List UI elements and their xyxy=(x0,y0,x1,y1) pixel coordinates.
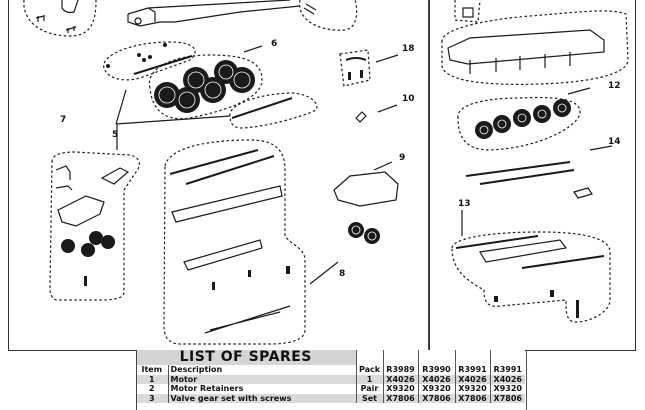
group-outline-5 xyxy=(103,41,196,81)
callout-13: 13 xyxy=(458,199,471,209)
group-outline-gear xyxy=(299,0,358,31)
header-model-r3990: R3990 xyxy=(417,365,455,375)
part-10 xyxy=(355,111,367,123)
row-code: X9320 xyxy=(382,384,418,394)
callout-9: 9 xyxy=(399,153,406,163)
row-description: Motor Retainers xyxy=(170,384,244,393)
header-pack: Pack xyxy=(355,365,383,375)
row-item: 2 xyxy=(136,384,169,394)
group-outline-small-top-right xyxy=(454,0,481,23)
callout-12: 12 xyxy=(608,81,621,91)
row-item: 1 xyxy=(136,374,169,384)
right-diagram-panel xyxy=(428,0,636,351)
list-of-spares-table: LIST OF SPARES Item Description Pack R39… xyxy=(136,350,525,403)
row-code: X7806 xyxy=(382,393,418,403)
row-code: X9320 xyxy=(454,384,490,394)
header-model-r3989: R3989 xyxy=(382,365,418,375)
spares-title: LIST OF SPARES xyxy=(136,350,357,365)
group-outline-rods xyxy=(229,92,318,129)
callout-10: 10 xyxy=(402,94,415,104)
row-code: X7806 xyxy=(417,393,455,403)
group-outline-18 xyxy=(339,49,371,87)
group-outline-12 xyxy=(457,96,581,151)
header-description: Description xyxy=(168,365,356,375)
group-outline-6 xyxy=(148,54,263,120)
row-pack: 1 xyxy=(355,374,383,384)
part-9-bogie xyxy=(333,171,399,207)
row-item: 3 xyxy=(136,393,169,403)
row-description: Valve gear set with screws xyxy=(168,393,356,403)
header-item: Item xyxy=(136,365,169,375)
header-model-r3991-b: R3991 xyxy=(489,365,525,375)
row-code: X7806 xyxy=(489,393,525,403)
row-code: X4026 xyxy=(417,374,455,384)
row-pack: Set xyxy=(355,393,383,403)
group-outline-13 xyxy=(451,231,611,323)
callout-14: 14 xyxy=(608,137,621,147)
callout-18: 18 xyxy=(402,44,415,54)
group-outline-main-frame xyxy=(441,10,629,85)
row-description: Motor xyxy=(168,374,356,384)
table-row: 1 Motor 1 X4026 X4026 X4026 X4026 xyxy=(136,374,525,384)
chassis-block xyxy=(127,0,301,27)
header-model-r3991-a: R3991 xyxy=(454,365,490,375)
table-row: 3 Valve gear set with screws Set X7806 X… xyxy=(136,393,525,403)
row-code: X4026 xyxy=(489,374,525,384)
callout-7: 7 xyxy=(60,115,67,125)
table-row: 2 Motor Retainers Pair X9320 X9320 X9320… xyxy=(136,384,525,394)
row-code: X9320 xyxy=(489,384,525,394)
row-code: X9320 xyxy=(417,384,455,394)
callout-5: 5 xyxy=(112,130,119,140)
row-code: X4026 xyxy=(382,374,418,384)
row-code: X4026 xyxy=(454,374,490,384)
row-pack: Pair xyxy=(355,384,383,394)
table-header-row: Item Description Pack R3989 R3990 R3991 … xyxy=(136,365,525,375)
group-outline-8 xyxy=(163,139,306,345)
callout-8: 8 xyxy=(339,269,346,279)
group-outline-7 xyxy=(49,151,140,301)
row-code: X7806 xyxy=(454,393,490,403)
callout-6: 6 xyxy=(271,39,278,49)
group-outline-motor-parts xyxy=(23,0,97,37)
